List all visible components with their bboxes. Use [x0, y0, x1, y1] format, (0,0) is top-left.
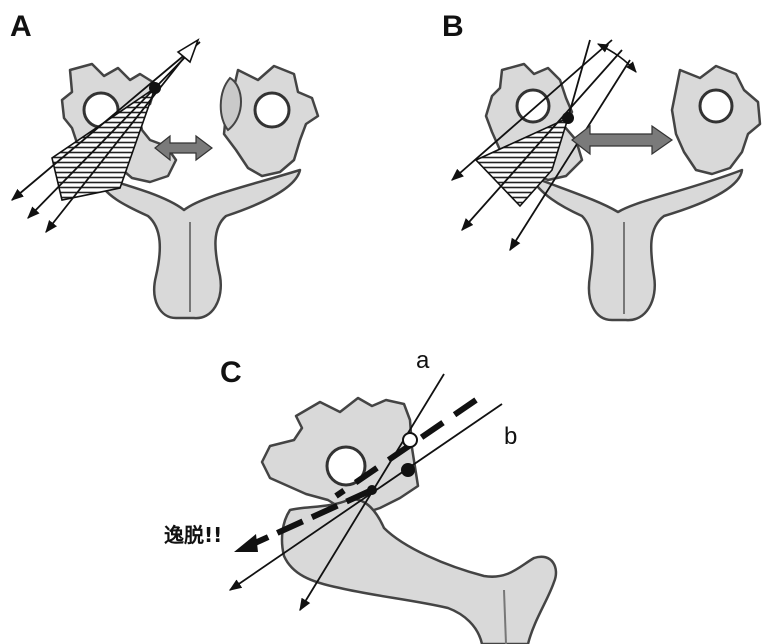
panel-a-spinous-body — [96, 170, 300, 318]
panel-c-deviation-arrowhead — [234, 534, 258, 552]
panel-c-open-point — [403, 433, 417, 447]
panel-c-line-a-label: a — [416, 347, 430, 374]
panel-b-spinous-body — [530, 170, 742, 320]
panel-b-ray-top — [568, 40, 590, 118]
panel-b-double-arrow — [572, 126, 672, 154]
panel-b-label: B — [442, 10, 464, 43]
panel-c-label: C — [220, 356, 242, 389]
panel-c-line-b-label: b — [504, 423, 517, 450]
panel-c-filled-point — [401, 463, 415, 477]
panel-c: C a b 逸脱!! — [164, 347, 556, 644]
panel-a-pivot-point — [149, 82, 161, 94]
panel-c-deviation-label: 逸脱!! — [164, 523, 222, 547]
panel-c-small-point — [367, 485, 377, 495]
panel-b: B — [442, 10, 760, 320]
panel-a-label: A — [10, 10, 32, 43]
panel-a: A — [10, 10, 318, 318]
panel-b-left-foramen — [517, 90, 549, 122]
panel-b-pivot-point — [562, 112, 574, 124]
panel-a-right-foramen — [255, 93, 289, 127]
panel-b-right-foramen — [700, 90, 732, 122]
